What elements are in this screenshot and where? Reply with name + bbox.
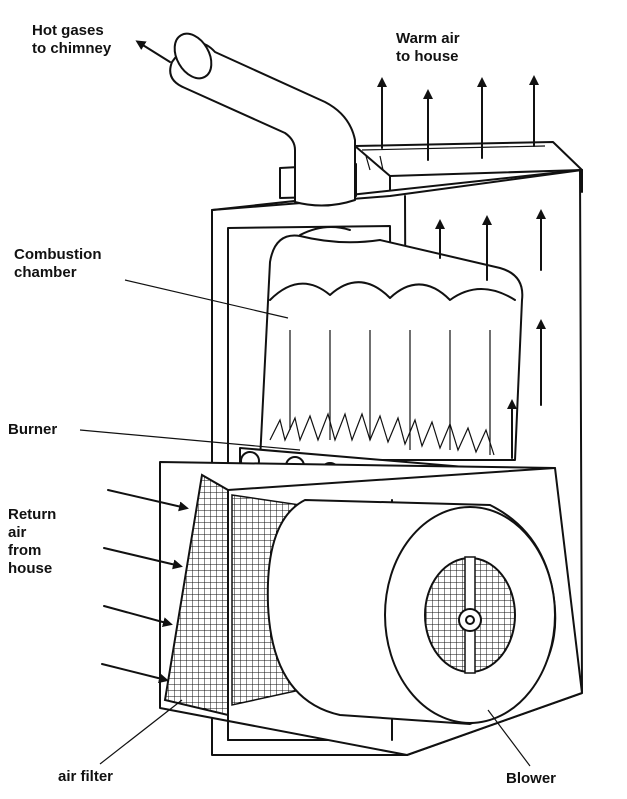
filter-leader [99, 699, 183, 765]
hot-gases-label: Hot gases to chimney [32, 22, 112, 57]
blower [266, 499, 557, 725]
air-filter-label: air filter [58, 768, 114, 785]
return-air-arrow [103, 547, 183, 570]
hot-gas-arrow [135, 40, 171, 63]
burner-label: Burner [8, 421, 58, 438]
combustion-leader [124, 279, 289, 319]
heat-exchanger [259, 225, 524, 461]
burner-leader [79, 429, 301, 451]
return-air-label: Return air from house [8, 506, 57, 577]
return-air-arrow [107, 489, 189, 512]
leader-lines [79, 279, 531, 767]
combustion-chamber-label: Combustion chamber [14, 246, 102, 281]
return-air-arrow [101, 663, 169, 684]
blower-label: Blower [506, 770, 557, 787]
warm-air-label: Warm air to house [396, 30, 460, 65]
blower-leader [487, 709, 531, 767]
flue-pipe [169, 32, 356, 207]
airflow-arrows [101, 40, 546, 684]
return-air-arrow [103, 605, 173, 627]
